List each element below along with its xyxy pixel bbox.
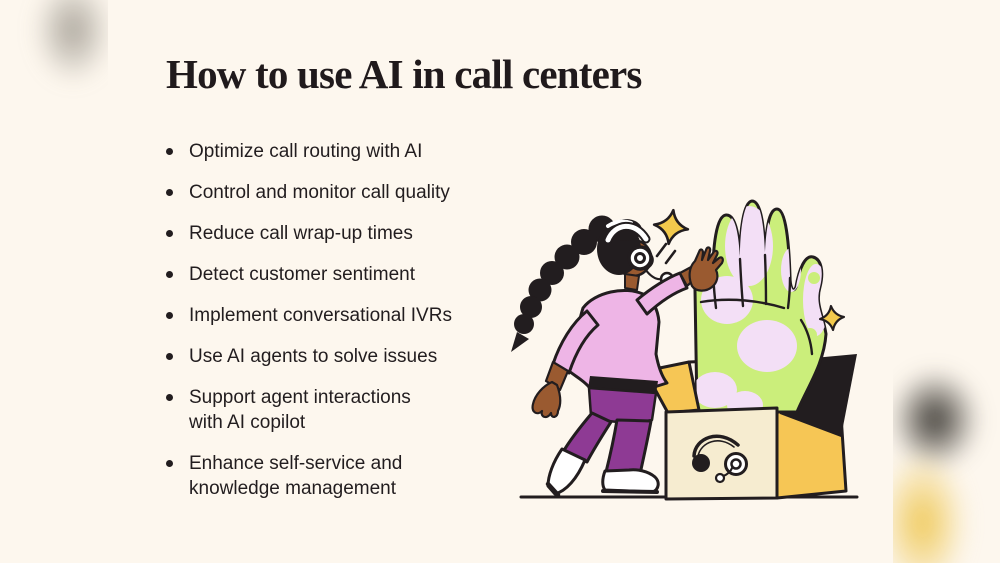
shoes — [545, 447, 660, 498]
hand-creases — [699, 253, 814, 356]
list-item: Support agent interactions with AI copil… — [166, 385, 511, 435]
list-item: Control and monitor call quality — [166, 180, 511, 205]
edge-blur-left — [0, 0, 108, 563]
illustration-high-five — [511, 199, 859, 501]
list-item: Implement conversational IVRs — [166, 303, 511, 328]
cardboard-box-front — [643, 360, 779, 501]
edge-blur-dark — [893, 352, 995, 487]
list-item: Detect customer sentiment — [166, 262, 511, 287]
headset-icon — [692, 434, 748, 484]
bullet-dot — [166, 189, 173, 196]
edge-blur-yellow — [893, 430, 980, 563]
page-title: How to use AI in call centers — [166, 51, 642, 97]
bullet-text: Reduce call wrap-up times — [189, 223, 413, 244]
edge-blur-smudge — [18, 0, 108, 105]
neck — [624, 273, 640, 291]
bullet-dot — [166, 353, 173, 360]
bullet-dot — [166, 312, 173, 319]
right-hand — [688, 246, 724, 292]
bullet-text: Enhance self-service and knowledge manag… — [189, 453, 403, 499]
sparkle-icon-small — [818, 304, 846, 332]
edge-blur-right — [893, 0, 1000, 563]
right-sleeve — [635, 271, 689, 316]
bullet-text: Implement conversational IVRs — [189, 305, 452, 326]
pants — [561, 386, 658, 476]
bullet-dot — [166, 271, 173, 278]
sparkle-icon — [652, 208, 690, 246]
bullet-text: Optimize call routing with AI — [189, 141, 423, 162]
list-item: Use AI agents to solve issues — [166, 344, 511, 369]
bullet-dot — [166, 460, 173, 467]
impact-marks — [655, 242, 677, 265]
list-item: Reduce call wrap-up times — [166, 221, 511, 246]
bullet-text: Use AI agents to solve issues — [189, 346, 438, 367]
bullet-dot — [166, 230, 173, 237]
bullet-text: Detect customer sentiment — [189, 264, 415, 285]
bullet-dot — [166, 394, 173, 401]
giant-hand — [693, 199, 828, 414]
bullet-dot — [166, 148, 173, 155]
bullet-text: Support agent interactions with AI copil… — [189, 387, 411, 433]
bullet-list: Optimize call routing with AI Control an… — [166, 139, 511, 517]
list-item: Enhance self-service and knowledge manag… — [166, 451, 511, 501]
bullet-text: Control and monitor call quality — [189, 182, 450, 203]
woman-agent — [511, 215, 724, 498]
left-hand — [531, 380, 562, 419]
list-item: Optimize call routing with AI — [166, 139, 511, 164]
